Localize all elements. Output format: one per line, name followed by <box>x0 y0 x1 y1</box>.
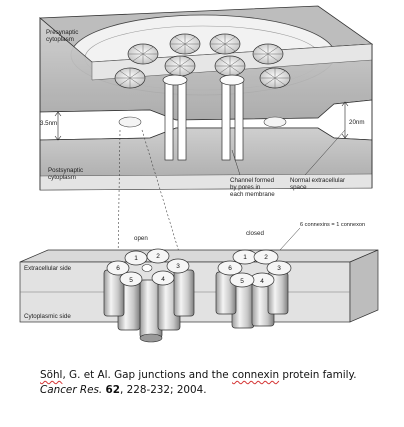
citation-title-end: protein family. <box>279 369 357 381</box>
gap-width-label: 3.5nm <box>40 120 57 127</box>
citation-pages: , 228-232; 2004. <box>120 384 207 396</box>
channel-pores <box>118 74 287 161</box>
closed-label: closed <box>246 230 264 237</box>
closed-connexon <box>215 249 292 329</box>
citation-volume: 62 <box>105 384 120 396</box>
open-connexon <box>103 248 195 343</box>
open-subunit-3: 3 <box>176 263 180 270</box>
citation: Söhl, G. et Al. Gap junctions and the co… <box>40 368 400 398</box>
citation-author: Söhl <box>40 369 63 381</box>
projection-lines <box>117 129 183 263</box>
open-subunit-4: 4 <box>161 276 165 283</box>
citation-keyword: connexin <box>232 369 280 381</box>
open-subunit-1: 1 <box>134 255 138 262</box>
closed-subunit-4: 4 <box>260 278 264 285</box>
closed-subunit-2: 2 <box>264 254 268 261</box>
connexon-membrane-slab <box>19 249 379 323</box>
extracellular-dimension-marker <box>341 101 349 139</box>
closed-subunit-5: 5 <box>240 278 244 285</box>
cytoplasmic-side-label: Cytoplasmic side <box>24 313 71 320</box>
open-label: open <box>134 235 148 242</box>
connexon-rosettes <box>114 33 291 89</box>
open-subunit-5: 5 <box>129 277 133 284</box>
open-subunit-2: 2 <box>156 253 160 260</box>
citation-source-line: Cancer Res. 62, 228-232; 2004. <box>40 383 400 398</box>
gap-dimension-marker <box>54 111 62 141</box>
citation-journal: Cancer Res. <box>40 384 103 396</box>
closed-subunit-6: 6 <box>228 265 232 272</box>
extracellular-width-label: 20nm <box>349 119 364 126</box>
closed-subunit-3: 3 <box>277 265 281 272</box>
membrane-block <box>38 5 374 191</box>
citation-title-part: , G. et Al. Gap junctions and the <box>62 369 232 381</box>
closed-subunit-1: 1 <box>243 254 247 261</box>
extracellular-side-label: Extracellular side <box>24 265 72 272</box>
connexon-note: 6 connexins = 1 connexon <box>300 222 365 228</box>
open-subunit-6: 6 <box>116 265 120 272</box>
citation-title-line: Söhl, G. et Al. Gap junctions and the co… <box>40 368 400 383</box>
